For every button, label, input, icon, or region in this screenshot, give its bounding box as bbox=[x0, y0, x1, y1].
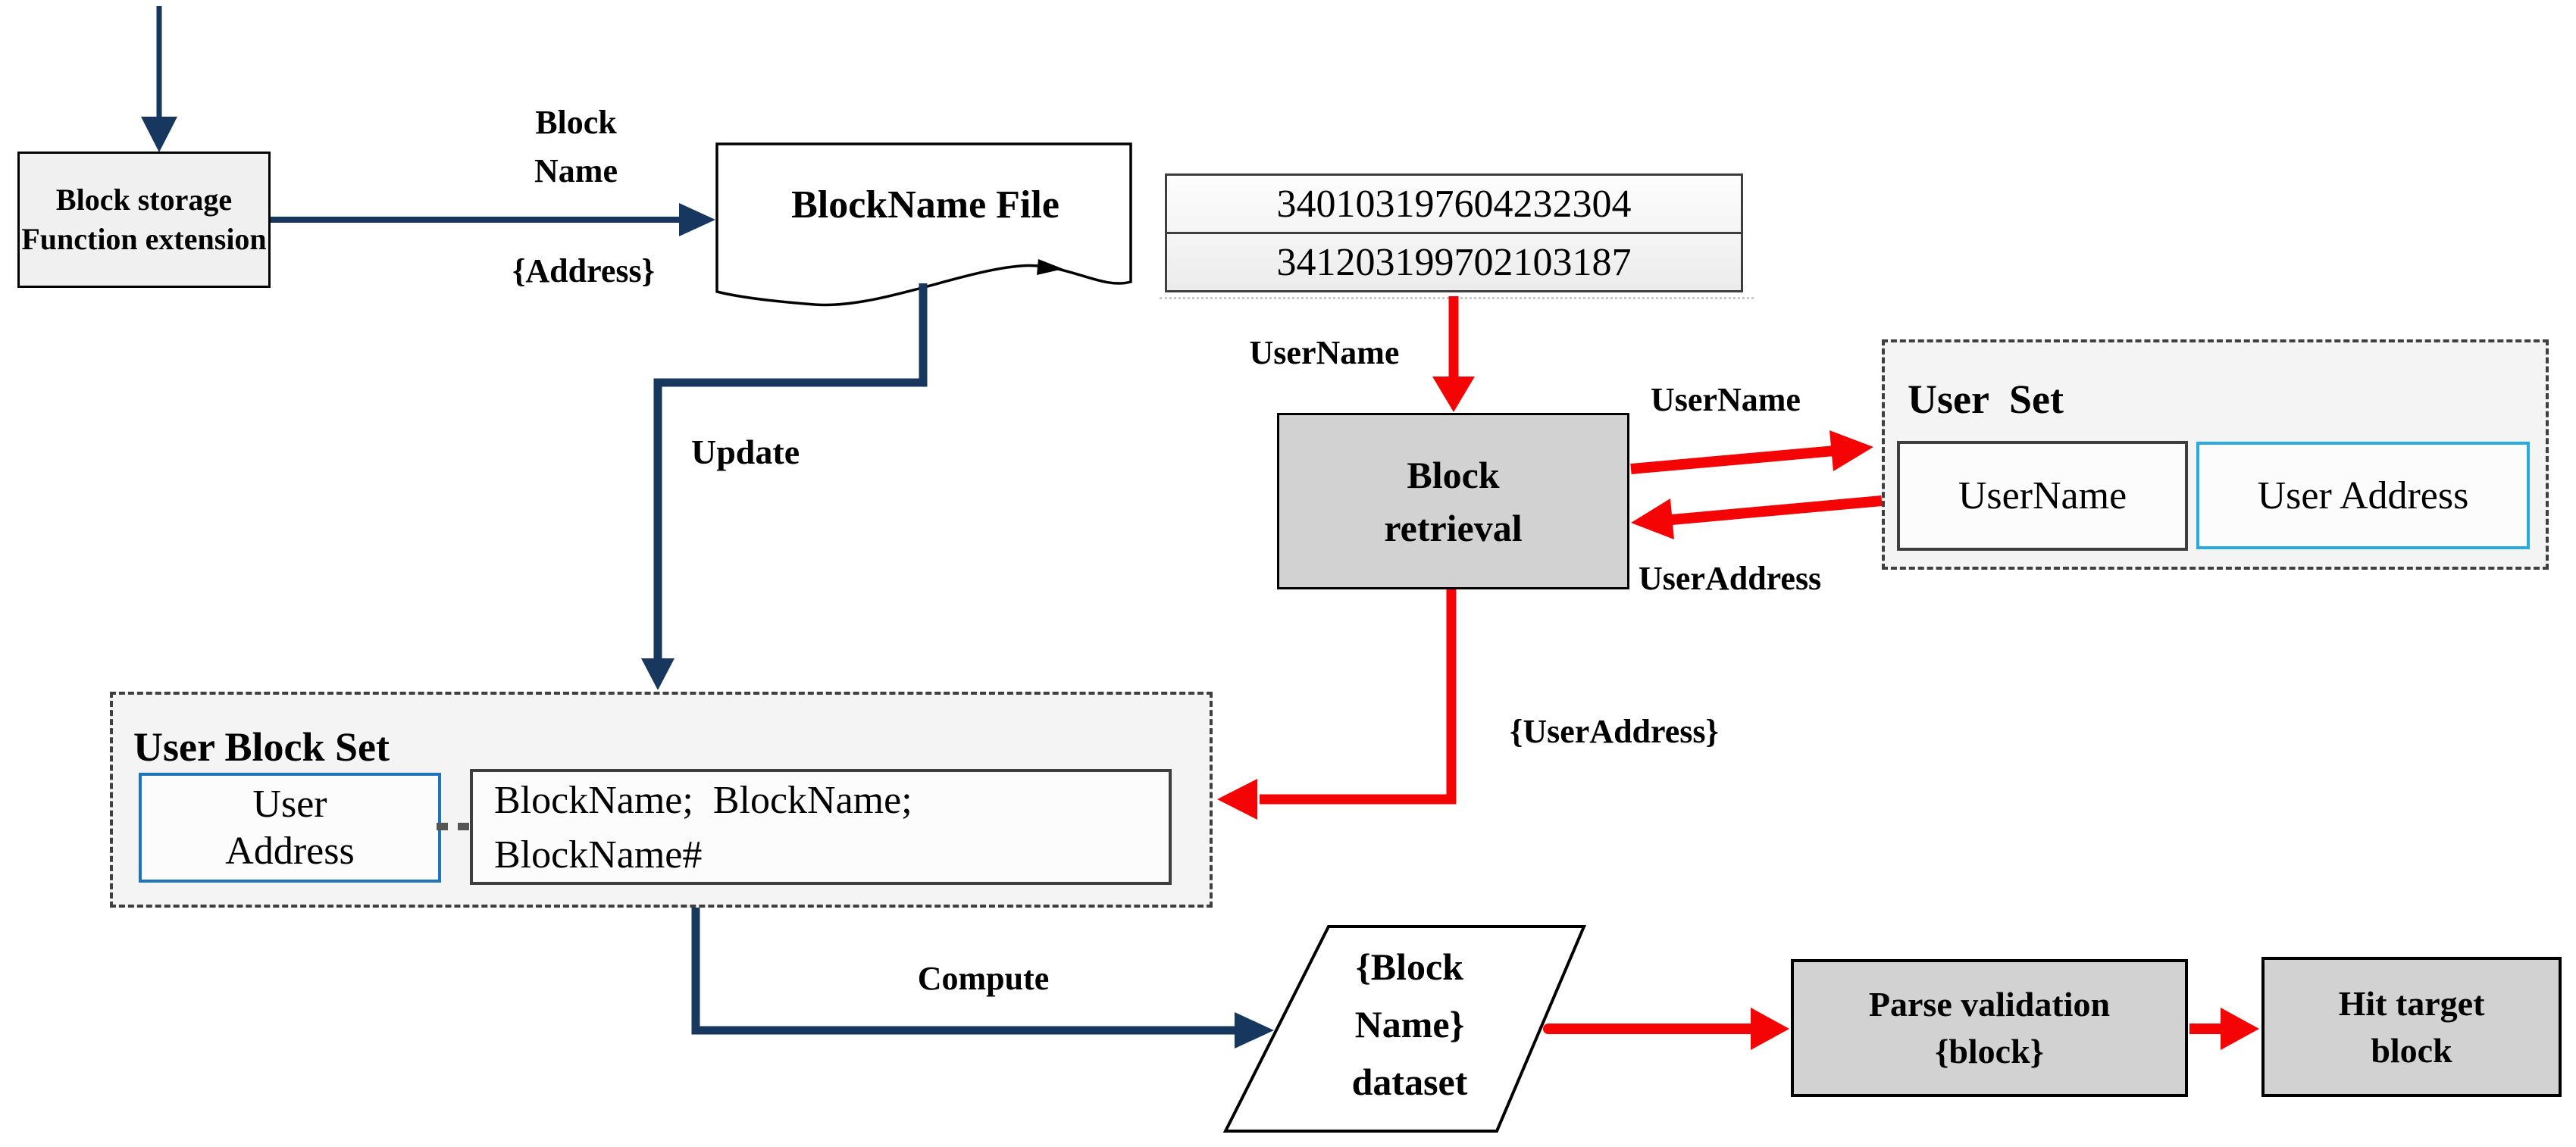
user-set-address: User Address bbox=[2257, 473, 2469, 517]
user-set-address-box: User Address bbox=[2196, 442, 2530, 549]
dataset-line2: Name} bbox=[1354, 1003, 1465, 1045]
arrow-dataset-to-parse bbox=[1543, 1008, 1789, 1050]
edge-label-username-right: UserName bbox=[1651, 381, 1801, 418]
arrow-userset-to-retrieval bbox=[1631, 495, 1883, 539]
dataset-line1: {Block bbox=[1356, 945, 1463, 988]
user-set-username: UserName bbox=[1958, 474, 2127, 517]
edge-label-update: Update bbox=[691, 433, 800, 471]
user-block-set-blocks-box: BlockName; BlockName; BlockName# bbox=[470, 769, 1172, 885]
block-retrieval-line2: retrieval bbox=[1384, 506, 1523, 549]
hit-target-line2: block bbox=[2371, 1030, 2452, 1070]
table-row: 341203199702103187 bbox=[1167, 232, 1741, 290]
blockname-list-line1: BlockName; BlockName; bbox=[494, 779, 912, 822]
block-retrieval-line1: Block bbox=[1407, 453, 1500, 496]
user-set-panel: User Set UserName User Address bbox=[1882, 339, 2549, 570]
id-number-2: 341203199702103187 bbox=[1276, 240, 1632, 284]
block-retrieval-node: Block retrieval bbox=[1277, 413, 1629, 589]
hit-target-node: Hit target block bbox=[2261, 957, 2562, 1097]
table-shadow bbox=[1160, 297, 1754, 299]
user-set-title: User Set bbox=[1908, 377, 2064, 422]
parse-validation-line1: Parse validation bbox=[1868, 985, 2111, 1024]
block-storage-line1: Block storage bbox=[55, 183, 233, 217]
arrow-useraddress-to-userblockset bbox=[1217, 589, 1457, 820]
blockname-file-title: BlockName File bbox=[791, 183, 1060, 227]
user-block-set-address-line2: Address bbox=[225, 829, 355, 873]
edge-label-block-name: Block Name bbox=[496, 98, 656, 195]
id-number-1: 340103197604232304 bbox=[1276, 182, 1632, 226]
block-storage-node: Block storage Function extension bbox=[17, 152, 271, 288]
user-block-set-address-box: User Address bbox=[139, 773, 441, 883]
arrow-parse-to-hit bbox=[2189, 1008, 2259, 1050]
parse-validation-line2: {block} bbox=[1935, 1032, 2044, 1070]
parse-validation-node: Parse validation {block} bbox=[1791, 959, 2188, 1097]
edge-label-block-name-line2: Name bbox=[534, 152, 618, 189]
hit-target-line1: Hit target bbox=[2338, 983, 2485, 1023]
user-block-set-address-line1: User bbox=[252, 782, 327, 826]
arrow-username-to-retrieval bbox=[1432, 296, 1475, 412]
arrow-storage-to-file bbox=[271, 203, 715, 236]
id-number-table: 340103197604232304 341203199702103187 bbox=[1165, 173, 1743, 292]
blockname-list-line2: BlockName# bbox=[494, 833, 703, 877]
user-block-set-panel: User Block Set User Address BlockName; B… bbox=[110, 692, 1213, 908]
user-block-set-title: User Block Set bbox=[133, 724, 390, 770]
dataset-line3: dataset bbox=[1351, 1061, 1468, 1103]
arrow-into-block-storage bbox=[141, 6, 177, 152]
edge-label-useraddress-right: UserAddress bbox=[1639, 560, 1822, 597]
table-row: 340103197604232304 bbox=[1167, 176, 1741, 232]
document-wave-arrowhead bbox=[1037, 259, 1063, 275]
user-set-username-box: UserName bbox=[1897, 441, 2188, 551]
edge-label-address: {Address} bbox=[512, 252, 655, 289]
arrow-update bbox=[641, 283, 928, 690]
edge-label-block-name-line1: Block bbox=[535, 104, 617, 141]
edge-label-useraddress-brace: {UserAddress} bbox=[1510, 713, 1719, 750]
arrow-retrieval-to-userset bbox=[1630, 430, 1873, 474]
edge-label-compute: Compute bbox=[917, 960, 1050, 997]
dataset-label: {Block Name} dataset bbox=[1288, 938, 1531, 1111]
edge-label-username-top: UserName bbox=[1249, 334, 1400, 371]
block-storage-line2: Function extension bbox=[21, 222, 267, 256]
